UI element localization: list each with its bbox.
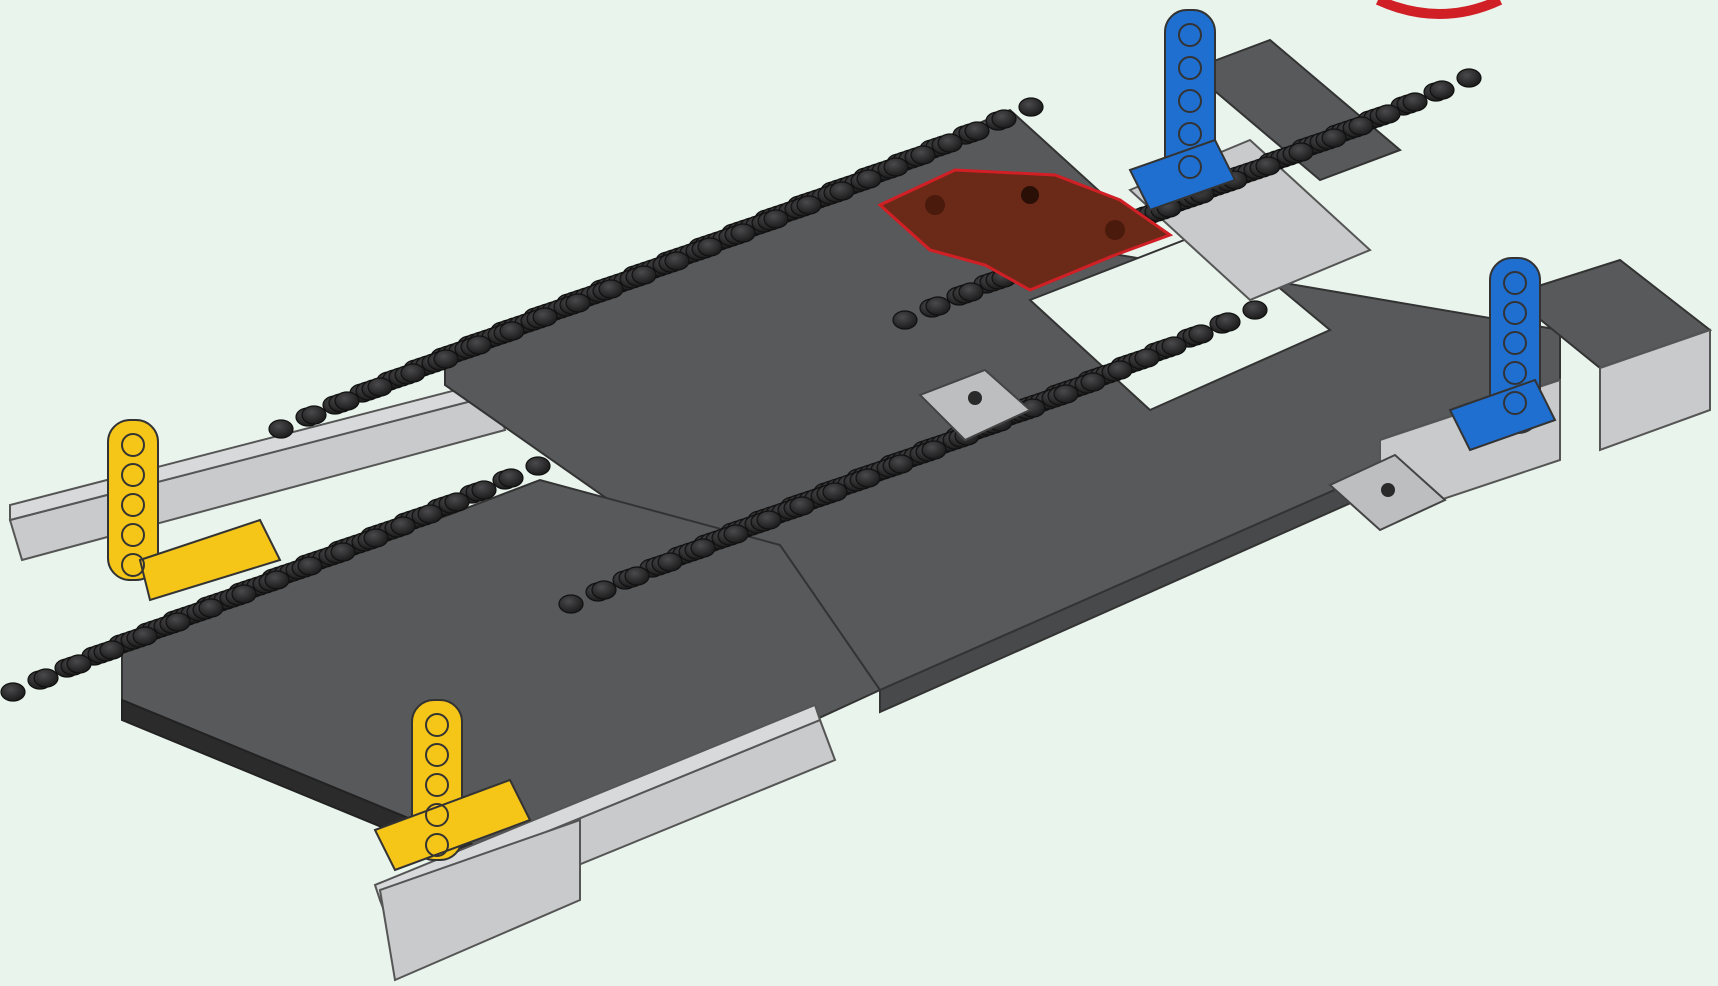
stud [335, 392, 359, 410]
stud [133, 627, 157, 645]
stud [391, 517, 415, 535]
stud [926, 297, 950, 315]
stud [625, 567, 649, 585]
stud [1289, 143, 1313, 161]
stud [830, 182, 854, 200]
stud [1403, 93, 1427, 111]
stud [965, 122, 989, 140]
stud [757, 511, 781, 529]
stud [467, 336, 491, 354]
stud [1189, 325, 1213, 343]
stud [232, 585, 256, 603]
stud [269, 420, 293, 438]
stud [698, 238, 722, 256]
stud [790, 497, 814, 515]
stud [559, 595, 583, 613]
stud [1216, 313, 1240, 331]
stud [34, 669, 58, 687]
stud [731, 224, 755, 242]
stud [797, 196, 821, 214]
stud [67, 655, 91, 673]
stud [401, 364, 425, 382]
stud [1376, 105, 1400, 123]
stud [199, 599, 223, 617]
stud [1081, 373, 1105, 391]
stud [632, 266, 656, 284]
stud [499, 469, 523, 487]
stud [526, 457, 550, 475]
stud [884, 158, 908, 176]
stud [665, 252, 689, 270]
stud [1322, 129, 1346, 147]
stud [1108, 361, 1132, 379]
stud [533, 308, 557, 326]
stud [1256, 157, 1280, 175]
stud [1135, 349, 1159, 367]
stud [856, 469, 880, 487]
stud [566, 294, 590, 312]
stud [992, 110, 1016, 128]
stud [368, 378, 392, 396]
stud [959, 283, 983, 301]
stud [1019, 98, 1043, 116]
stud [298, 557, 322, 575]
stud [889, 455, 913, 473]
stud [893, 311, 917, 329]
stud [922, 441, 946, 459]
stud [1, 683, 25, 701]
stud [1457, 69, 1481, 87]
stud [938, 134, 962, 152]
stud [434, 350, 458, 368]
stud [100, 641, 124, 659]
stud [1243, 301, 1267, 319]
stud [911, 146, 935, 164]
stud [445, 493, 469, 511]
stud [658, 553, 682, 571]
stud [364, 529, 388, 547]
stud [691, 539, 715, 557]
stud [302, 406, 326, 424]
stud [724, 525, 748, 543]
stud [1162, 337, 1186, 355]
stud [764, 210, 788, 228]
callout-bubble-edge [1378, 0, 1500, 14]
stud [265, 571, 289, 589]
stud [857, 170, 881, 188]
stud [1349, 117, 1373, 135]
stud [166, 613, 190, 631]
stud [472, 481, 496, 499]
stud [331, 543, 355, 561]
stud [599, 280, 623, 298]
stud [500, 322, 524, 340]
stud [592, 581, 616, 599]
stud [1430, 81, 1454, 99]
stud [823, 483, 847, 501]
stud [418, 505, 442, 523]
stud [1054, 385, 1078, 403]
